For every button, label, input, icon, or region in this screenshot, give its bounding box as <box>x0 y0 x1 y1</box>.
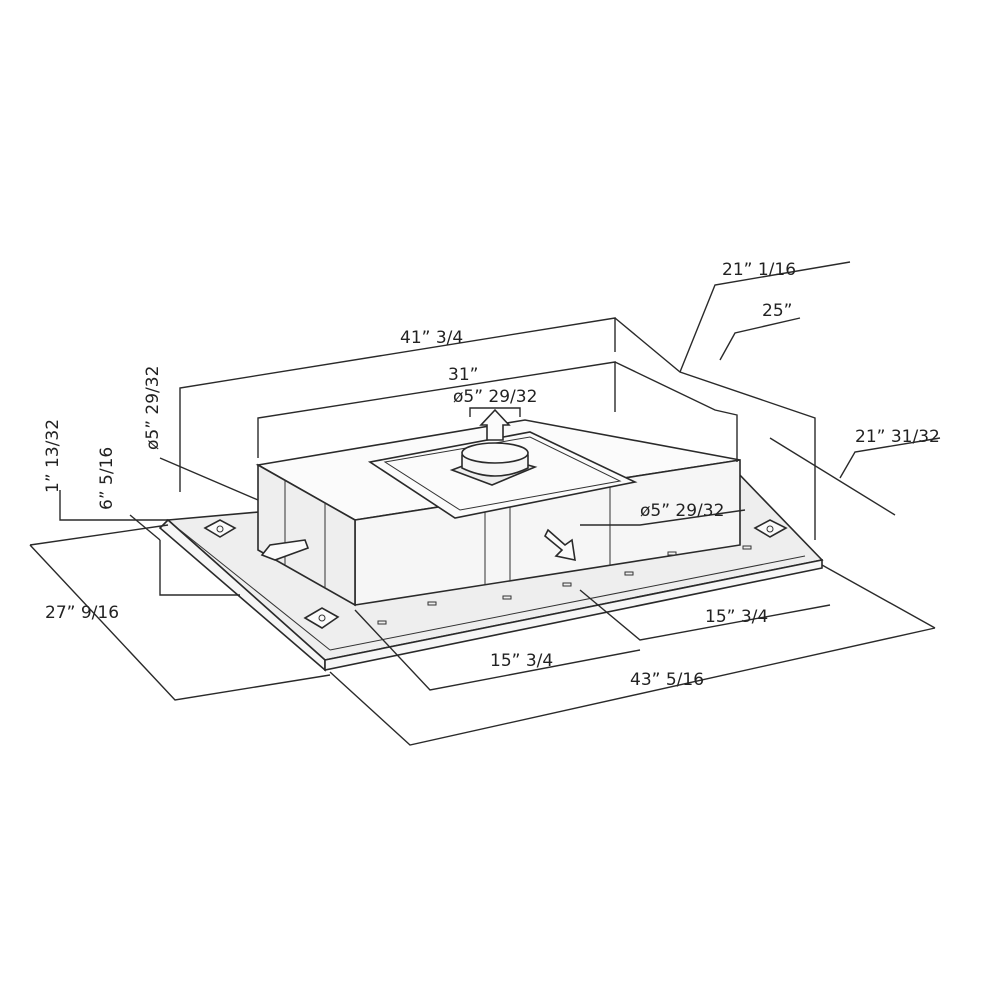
label-duct-left: ø5” 29/32 <box>143 366 163 450</box>
label-inner-width: 31” <box>448 365 478 385</box>
label-height-body: 6” 5/16 <box>97 447 117 510</box>
exhaust-arrow-front <box>543 528 576 562</box>
label-front-left: 15” 3/4 <box>490 651 553 671</box>
label-duct-top: ø5” 29/32 <box>453 387 537 407</box>
exhaust-arrow-left <box>260 539 310 561</box>
dimension-lines <box>29 261 941 746</box>
label-depth-outer: 25” <box>762 301 792 321</box>
label-flange-depth: 27” 9/16 <box>45 603 119 623</box>
label-depth-right: 21” 31/32 <box>855 427 940 447</box>
label-depth-inner: 21” 1/16 <box>722 260 796 280</box>
duct-collar <box>449 408 538 486</box>
flange-details <box>377 545 752 625</box>
mounting-lug-front <box>303 607 340 629</box>
label-height-flange: 1” 13/32 <box>43 419 63 493</box>
label-flange-width: 43” 5/16 <box>630 670 704 690</box>
label-front-right: 15” 3/4 <box>705 607 768 627</box>
label-duct-side: ø5” 29/32 <box>640 501 724 521</box>
mounting-lug-right <box>753 519 788 538</box>
mounting-lug-left <box>203 519 237 538</box>
label-total-width: 41” 3/4 <box>400 328 463 348</box>
